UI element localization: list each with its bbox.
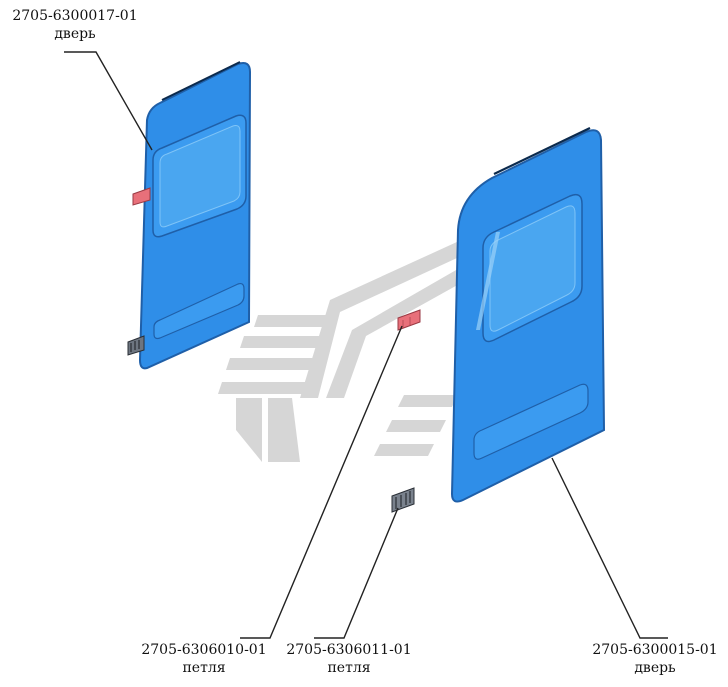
hinge-upper-part[interactable] bbox=[397, 309, 421, 331]
part-number-right-door: 2705-6300015-01 bbox=[592, 642, 718, 658]
callout-right-door: 2705-6300015-01 дверь bbox=[588, 641, 722, 677]
leader-right-door bbox=[551, 457, 668, 639]
part-name-hinge-upper: петля bbox=[182, 660, 226, 676]
right-door-window-reflection bbox=[476, 232, 500, 330]
left-door-hinge-upper[interactable] bbox=[132, 187, 151, 206]
left-door-window-glass bbox=[159, 125, 241, 228]
part-number-hinge-lower: 2705-6306011-01 bbox=[286, 642, 412, 658]
right-door[interactable] bbox=[450, 127, 606, 503]
part-name-hinge-lower: петля bbox=[327, 660, 371, 676]
right-door-handle-recess bbox=[473, 383, 589, 460]
left-door-edge bbox=[161, 61, 241, 101]
part-number-hinge-upper: 2705-6306010-01 bbox=[141, 642, 267, 658]
left-door-hinge-lower[interactable] bbox=[127, 335, 145, 356]
callout-hinge-upper: 2705-6306010-01 петля bbox=[137, 641, 271, 677]
part-number-left-door: 2705-6300017-01 bbox=[12, 8, 138, 24]
leader-hinge-upper bbox=[240, 325, 403, 639]
hinge-lower-part[interactable] bbox=[391, 487, 415, 513]
part-name-right-door: дверь bbox=[634, 660, 676, 676]
left-door[interactable] bbox=[138, 61, 252, 370]
part-name-left-door: дверь bbox=[54, 26, 96, 42]
leader-hinge-lower bbox=[314, 507, 399, 639]
watermark-logo bbox=[218, 236, 470, 462]
right-door-window-glass bbox=[489, 205, 576, 332]
callout-hinge-lower: 2705-6306011-01 петля bbox=[282, 641, 416, 677]
right-door-edge bbox=[493, 127, 591, 175]
left-door-handle-recess bbox=[153, 282, 245, 340]
leader-left-door bbox=[64, 51, 153, 151]
callout-left-door: 2705-6300017-01 дверь bbox=[8, 7, 142, 43]
leader-lines bbox=[64, 51, 668, 639]
